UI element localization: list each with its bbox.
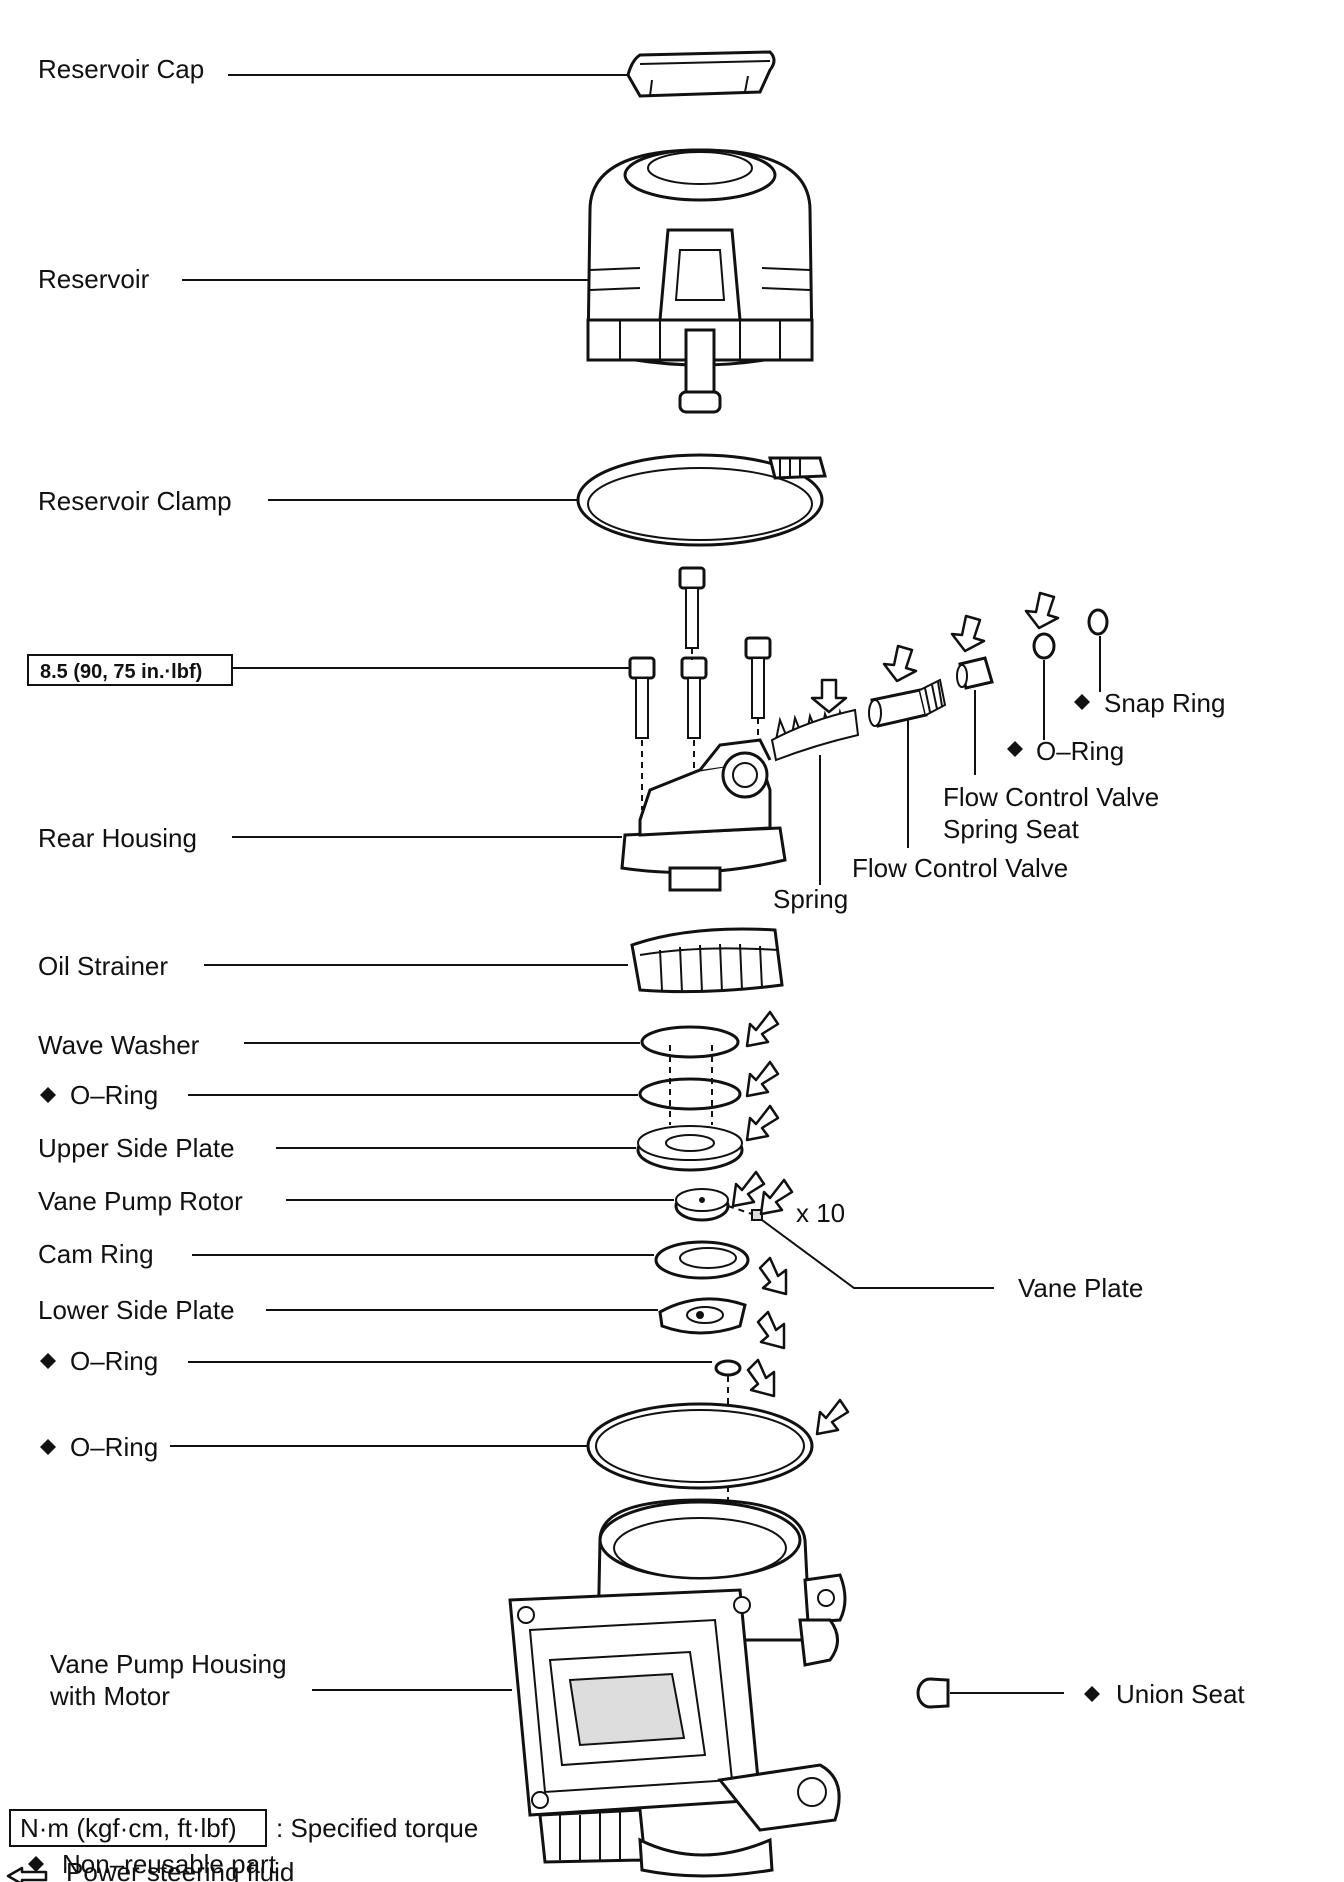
- label-torque-value: 8.5 (90, 75 in.·lbf): [40, 661, 202, 683]
- reservoir-cap: [626, 50, 776, 98]
- o-ring-small: [1032, 632, 1056, 660]
- non-reusable-mark-union-seat: [1084, 1686, 1100, 1702]
- bolt-top: [678, 566, 706, 649]
- label-reservoir: Reservoir: [38, 264, 150, 294]
- label-snap-ring: Snap Ring: [1104, 688, 1225, 718]
- label-flow-control-valve: Flow Control Valve: [852, 853, 1068, 883]
- label-rear-housing: Rear Housing: [38, 823, 197, 853]
- fluid-arrow-o-ring-3: [815, 1398, 850, 1436]
- fluid-arrow-vane-plate: [759, 1178, 794, 1216]
- legend-fluid: Power steering fluid: [66, 1857, 294, 1882]
- legend: N·m (kgf·cm, ft·lbf) : Specified torque …: [6, 1809, 478, 1882]
- o-ring-3: [586, 1402, 814, 1490]
- label-reservoir-clamp: Reservoir Clamp: [38, 486, 232, 516]
- label-o-ring-1: O–Ring: [70, 1080, 158, 1110]
- reservoir: [586, 148, 814, 414]
- cam-ring: [654, 1240, 750, 1280]
- non-reusable-mark-o-ring-small: [1007, 741, 1023, 757]
- fluid-arrow-spring: [810, 678, 848, 714]
- fluid-arrow-o-ring-small: [1024, 591, 1060, 630]
- fluid-arrow-o-ring-1: [745, 1060, 780, 1098]
- upper-side-plate: [636, 1125, 744, 1172]
- torque-box: [27, 654, 233, 686]
- oil-strainer: [630, 927, 784, 994]
- label-vane-pump-housing-1: Vane Pump Housing: [50, 1649, 287, 1679]
- o-ring-1: [638, 1077, 742, 1111]
- fluid-arrow-upper-side-plate: [745, 1104, 780, 1142]
- vane-pump-housing: [508, 1498, 847, 1878]
- legend-diamond-icon: [28, 1856, 44, 1872]
- bolt-right: [744, 636, 772, 719]
- o-ring-2: [714, 1359, 742, 1377]
- vane-pump-rotor: [674, 1188, 730, 1222]
- label-union-seat: Union Seat: [1116, 1679, 1245, 1709]
- reservoir-clamp: [576, 453, 827, 547]
- label-oil-strainer: Oil Strainer: [38, 951, 168, 981]
- label-upper-side-plate: Upper Side Plate: [38, 1133, 235, 1163]
- non-reusable-mark-o-ring-2: [40, 1353, 56, 1369]
- fluid-arrow-o-ring-2: [746, 1358, 776, 1398]
- fluid-arrow-wave-washer: [745, 1010, 780, 1048]
- non-reusable-mark-o-ring-3: [40, 1439, 56, 1455]
- label-spring: Spring: [773, 884, 848, 914]
- label-o-ring-2: O–Ring: [70, 1346, 158, 1376]
- rear-housing: [620, 738, 787, 892]
- snap-ring: [1087, 608, 1109, 636]
- wave-washer: [640, 1025, 740, 1059]
- label-vane-plate: Vane Plate: [1018, 1273, 1143, 1303]
- label-spring-seat-1: Flow Control Valve: [943, 782, 1159, 812]
- leader-vane-plate: [761, 1219, 994, 1289]
- fluid-arrow-flow-valve: [882, 644, 918, 683]
- flow-control-valve: [868, 678, 947, 728]
- label-vane-pump-housing-2: with Motor: [49, 1681, 170, 1711]
- non-reusable-mark-snap-ring: [1074, 694, 1090, 710]
- bolt-left: [628, 656, 656, 739]
- union-seat: [916, 1677, 950, 1709]
- fluid-arrow-rotor: [731, 1170, 766, 1208]
- label-vane-plate-count: x 10: [796, 1198, 845, 1228]
- bolts: [628, 566, 772, 850]
- label-lower-side-plate: Lower Side Plate: [38, 1295, 235, 1325]
- flow-control-valve-spring-seat: [956, 656, 994, 690]
- bolt-mid: [680, 656, 708, 739]
- label-reservoir-cap: Reservoir Cap: [38, 54, 204, 84]
- legend-non-reusable: Non–reusable part: [62, 1849, 277, 1879]
- legend-fluid-arrow-icon: [6, 1866, 48, 1882]
- legend-torque-box: [9, 1809, 267, 1847]
- legend-torque-desc: : Specified torque: [276, 1813, 478, 1843]
- label-spring-seat-2: Spring Seat: [943, 814, 1080, 844]
- label-o-ring-small: O–Ring: [1036, 736, 1124, 766]
- spring: [770, 708, 860, 762]
- fluid-arrow-cam-ring: [758, 1256, 788, 1296]
- label-cam-ring: Cam Ring: [38, 1239, 154, 1269]
- legend-torque-unit: N·m (kgf·cm, ft·lbf): [20, 1813, 237, 1843]
- fluid-arrow-lower-side-plate: [756, 1310, 786, 1350]
- label-vane-pump-rotor: Vane Pump Rotor: [38, 1186, 243, 1216]
- lower-side-plate: [658, 1297, 747, 1335]
- label-wave-washer: Wave Washer: [38, 1030, 200, 1060]
- fluid-arrow-spring-seat: [950, 614, 986, 653]
- non-reusable-mark-o-ring-1: [40, 1087, 56, 1103]
- label-o-ring-3: O–Ring: [70, 1432, 158, 1462]
